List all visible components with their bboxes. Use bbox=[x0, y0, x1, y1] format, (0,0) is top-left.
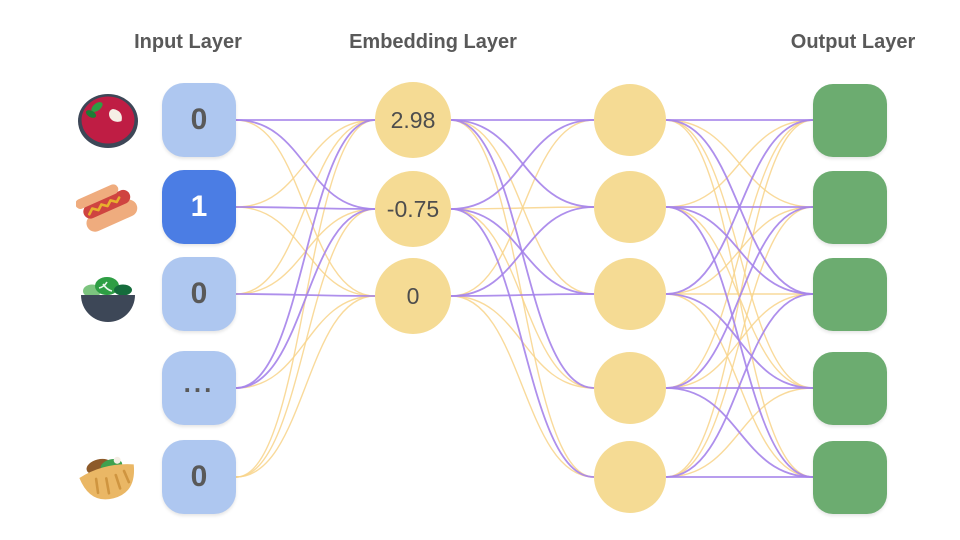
embedding-node-0: 2.98 bbox=[375, 82, 451, 158]
output-node-4 bbox=[813, 440, 887, 514]
edge-purple bbox=[235, 206, 376, 210]
hidden-node-2 bbox=[594, 258, 666, 330]
edge-purple bbox=[235, 119, 376, 389]
edge-purple bbox=[665, 206, 814, 295]
input-node-3: ... bbox=[162, 351, 236, 425]
output-node-2 bbox=[813, 257, 887, 331]
input-layer-title: Input Layer bbox=[134, 31, 242, 53]
edge-purple bbox=[665, 206, 814, 389]
hidden-node-1 bbox=[594, 171, 666, 243]
edge-yellow bbox=[665, 119, 814, 208]
edge-yellow bbox=[450, 119, 595, 297]
input-node-0: 0 bbox=[162, 83, 236, 157]
edge-purple bbox=[450, 208, 595, 478]
edge-yellow bbox=[235, 295, 376, 478]
edge-purple bbox=[235, 119, 376, 210]
output-layer-title: Output Layer bbox=[790, 31, 916, 53]
input-node-4: 0 bbox=[162, 440, 236, 514]
hidden-node-4 bbox=[594, 441, 666, 513]
edge-purple bbox=[450, 119, 595, 210]
edge-purple bbox=[665, 293, 814, 389]
output-node-0 bbox=[813, 83, 887, 157]
edge-yellow bbox=[665, 119, 814, 389]
hotdog-icon bbox=[76, 175, 140, 239]
edge-purple bbox=[665, 387, 814, 478]
edge-yellow bbox=[450, 295, 595, 478]
edge-yellow bbox=[450, 208, 595, 389]
edge-yellow bbox=[235, 119, 376, 295]
soup-icon bbox=[76, 88, 140, 152]
edge-purple bbox=[665, 293, 814, 478]
edge-purple bbox=[235, 293, 376, 297]
embedding-node-1: -0.75 bbox=[375, 171, 451, 247]
edge-purple bbox=[450, 119, 595, 389]
hidden-node-3 bbox=[594, 352, 666, 424]
input-node-2: 0 bbox=[162, 257, 236, 331]
embedding-node-2: 0 bbox=[375, 258, 451, 334]
edge-yellow bbox=[235, 208, 376, 478]
output-node-3 bbox=[813, 351, 887, 425]
salad-icon bbox=[76, 262, 140, 326]
edge-purple bbox=[665, 119, 814, 295]
hidden-node-0 bbox=[594, 84, 666, 156]
input-node-1: 1 bbox=[162, 170, 236, 244]
edge-purple bbox=[450, 293, 595, 297]
output-node-1 bbox=[813, 170, 887, 244]
edge-purple bbox=[450, 206, 595, 297]
pita-icon bbox=[76, 445, 140, 509]
edge-purple bbox=[235, 208, 376, 389]
embedding-layer-title: Embedding Layer bbox=[349, 31, 517, 53]
